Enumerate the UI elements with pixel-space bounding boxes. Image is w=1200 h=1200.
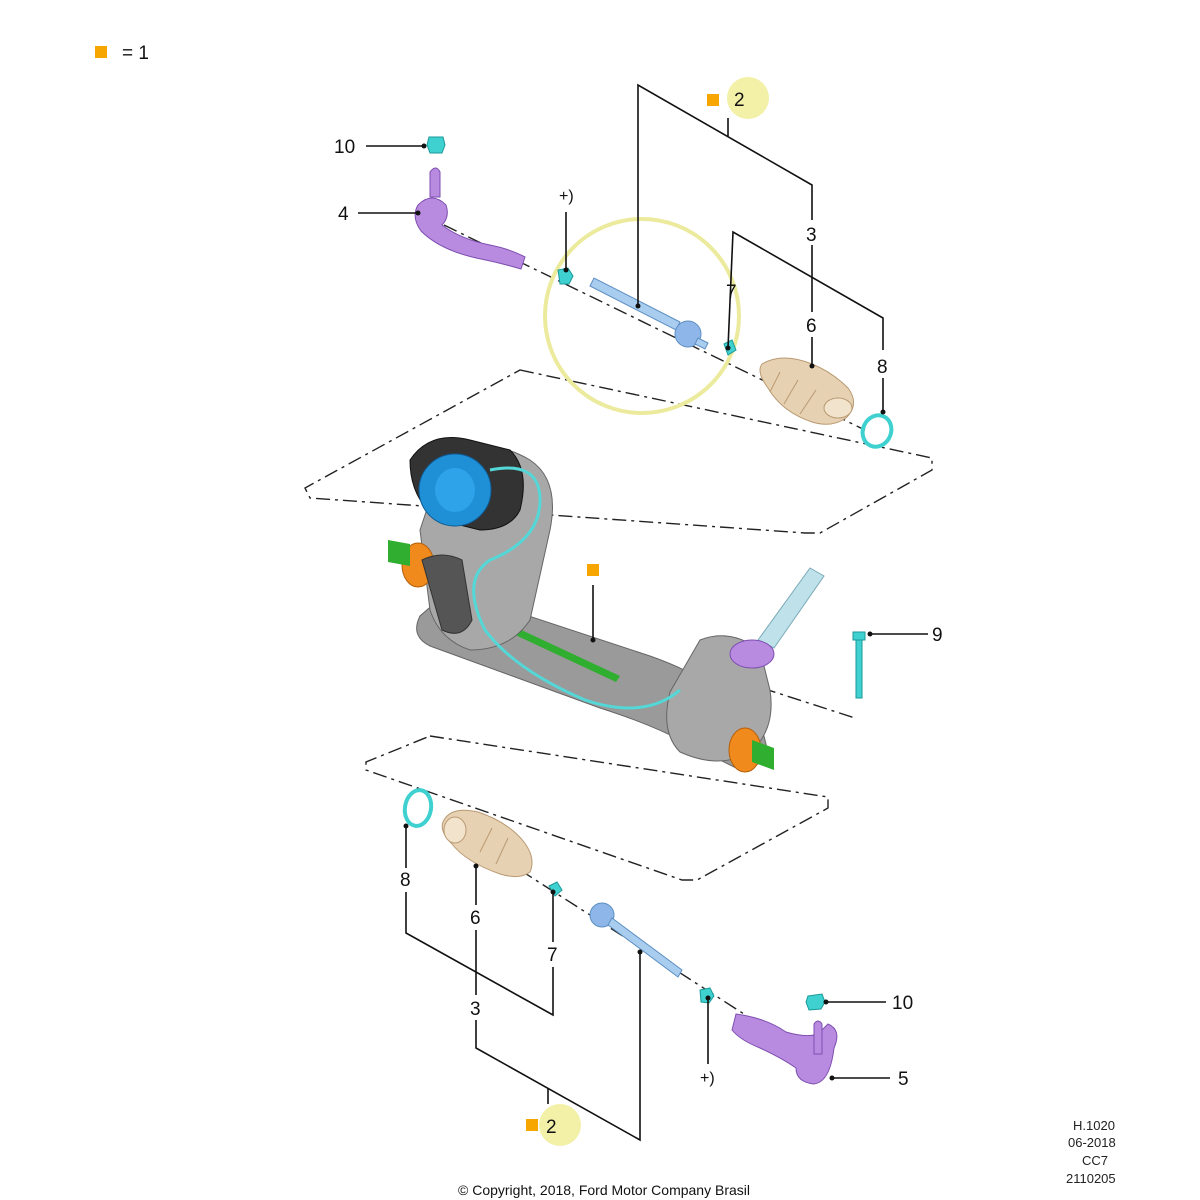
bottom-clip-icon — [699, 987, 715, 1004]
top-assembly-marker-icon — [707, 94, 719, 106]
copyright-text: © Copyright, 2018, Ford Motor Company Br… — [458, 1182, 750, 1198]
callout-bottom-3: 3 — [470, 999, 481, 1020]
legend-square-icon — [95, 46, 107, 58]
legend: = 1 — [95, 43, 149, 64]
bottom-assembly-marker-icon — [526, 1119, 538, 1131]
top-callout-2-highlight — [727, 77, 769, 119]
bottom-boot-clip-icon — [548, 881, 563, 897]
callout-top-6: 6 — [806, 316, 817, 337]
top-boot-icon — [759, 357, 854, 425]
reference-line: CC7 — [1082, 1153, 1108, 1168]
top-assembly-outline — [304, 369, 933, 534]
bottom-inner-tie-rod-icon — [589, 902, 683, 978]
callout-bottom-7: 7 — [547, 945, 558, 966]
callout-top-2: 2 — [734, 90, 745, 111]
callout-top-plus: +) — [559, 188, 574, 205]
reference-line: 2110205 — [1066, 1171, 1116, 1186]
top-boot-ring-icon — [860, 413, 894, 449]
callout-top-7: 7 — [726, 282, 737, 303]
top-inner-tie-rod-icon — [589, 277, 709, 350]
callout-bottom-8: 8 — [400, 870, 411, 891]
bottom-callout-2-highlight — [539, 1104, 581, 1146]
callout-right-9: 9 — [932, 625, 943, 646]
bottom-assembly-outline — [365, 735, 829, 881]
gear-assembly-marker-icon — [587, 564, 599, 576]
callout-bottom-10: 10 — [892, 993, 913, 1014]
top-nut-icon — [426, 136, 446, 154]
steering-gear-icon — [388, 437, 825, 773]
reference-line: H.1020 — [1073, 1118, 1115, 1133]
bottom-boot-icon — [441, 809, 533, 878]
right-tie-rod-end-icon — [731, 1013, 838, 1085]
bottom-nut-icon — [805, 993, 826, 1011]
tierod-link-line — [761, 687, 856, 719]
callout-top-3: 3 — [806, 225, 817, 246]
leader-lines — [358, 83, 928, 1142]
left-tie-rod-end-icon — [414, 167, 526, 270]
callout-bottom-2: 2 — [546, 1117, 557, 1138]
mounting-bolt-icon — [852, 631, 866, 699]
callout-bottom-5: 5 — [898, 1069, 909, 1090]
legend-text: = 1 — [122, 43, 149, 64]
callout-bottom-plus: +) — [700, 1070, 715, 1087]
callout-top-8: 8 — [877, 357, 888, 378]
callout-top-10: 10 — [334, 137, 355, 158]
reference-line: 06-2018 — [1068, 1135, 1116, 1150]
callout-top-4: 4 — [338, 204, 349, 225]
bottom-boot-ring-icon — [402, 788, 434, 828]
top-inner-tie-rod-highlight — [543, 217, 741, 415]
reference-block: H.1020 06-2018 CC7 2110205 — [1066, 1118, 1116, 1186]
callout-bottom-6: 6 — [470, 908, 481, 929]
